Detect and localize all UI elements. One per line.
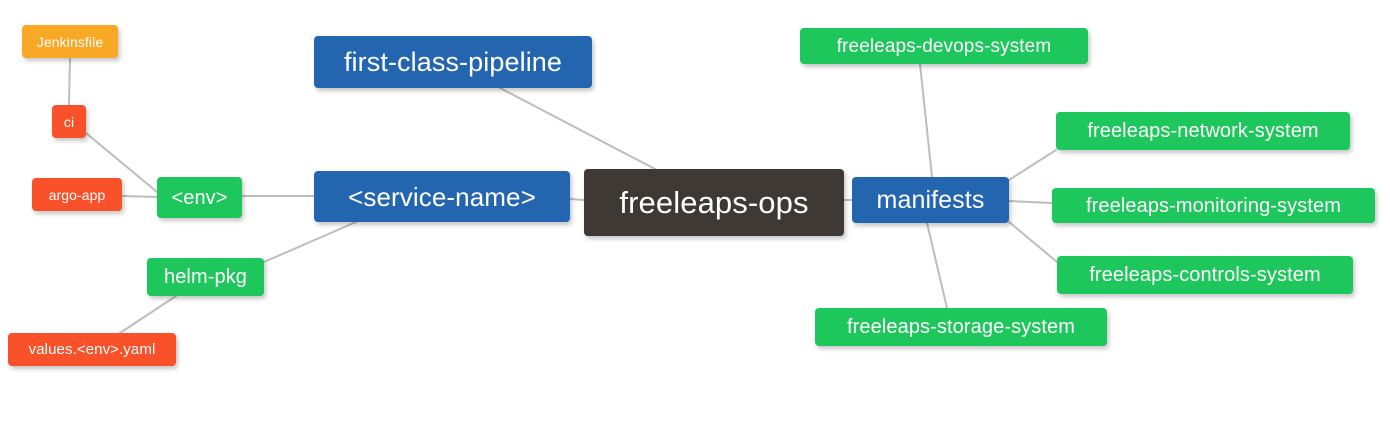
edge-freeleaps-monitoring-system-to-manifests [1008, 200, 1053, 204]
edge-freeleaps-network-system-to-manifests [1008, 149, 1057, 181]
node-jenkinsfile[interactable]: Jenkinsfile [22, 25, 118, 58]
node-label-freeleaps-storage-system: freeleaps-storage-system [846, 316, 1076, 338]
edge-values-yaml-to-helm-pkg [119, 295, 177, 334]
node-label-argo-app: argo-app [48, 186, 106, 203]
node-label-freeleaps-ops: freeleaps-ops [619, 185, 809, 220]
edge-first-class-pipeline-to-freeleaps-ops [499, 87, 656, 170]
node-freeleaps-monitoring-system[interactable]: freeleaps-monitoring-system [1052, 188, 1375, 223]
edge-service-name-to-freeleaps-ops [569, 198, 585, 201]
node-argo-app[interactable]: argo-app [32, 178, 122, 211]
node-service-name[interactable]: <service-name> [314, 171, 570, 222]
node-label-freeleaps-controls-system: freeleaps-controls-system [1089, 264, 1321, 286]
node-label-env: <env> [171, 186, 228, 209]
edge-freeleaps-storage-system-to-manifests [926, 222, 948, 309]
edge-helm-pkg-to-service-name [263, 221, 357, 263]
node-label-ci: ci [63, 113, 75, 130]
node-freeleaps-network-system[interactable]: freeleaps-network-system [1056, 112, 1350, 150]
node-label-values-yaml: values.<env>.yaml [28, 341, 156, 358]
node-label-first-class-pipeline: first-class-pipeline [343, 46, 563, 77]
node-label-freeleaps-devops-system: freeleaps-devops-system [836, 35, 1052, 57]
edge-argo-app-to-env [121, 195, 158, 198]
node-values-yaml[interactable]: values.<env>.yaml [8, 333, 176, 366]
node-label-helm-pkg: helm-pkg [163, 266, 248, 288]
node-env[interactable]: <env> [157, 177, 242, 218]
node-freeleaps-storage-system[interactable]: freeleaps-storage-system [815, 308, 1107, 346]
node-ci[interactable]: ci [52, 105, 86, 138]
edge-freeleaps-devops-system-to-manifests [919, 63, 933, 178]
node-freeleaps-devops-system[interactable]: freeleaps-devops-system [800, 28, 1088, 64]
node-first-class-pipeline[interactable]: first-class-pipeline [314, 36, 592, 88]
edge-jenkinsfile-to-ci [68, 57, 71, 106]
node-helm-pkg[interactable]: helm-pkg [147, 258, 264, 296]
node-manifests[interactable]: manifests [852, 177, 1009, 223]
node-label-service-name: <service-name> [348, 181, 536, 212]
node-freeleaps-controls-system[interactable]: freeleaps-controls-system [1057, 256, 1353, 294]
node-freeleaps-ops[interactable]: freeleaps-ops [584, 169, 844, 236]
node-label-manifests: manifests [876, 185, 985, 214]
edge-freeleaps-controls-system-to-manifests [1008, 221, 1058, 263]
node-label-freeleaps-monitoring-system: freeleaps-monitoring-system [1085, 194, 1341, 217]
node-label-freeleaps-network-system: freeleaps-network-system [1087, 120, 1319, 142]
node-label-jenkinsfile: Jenkinsfile [36, 33, 104, 50]
